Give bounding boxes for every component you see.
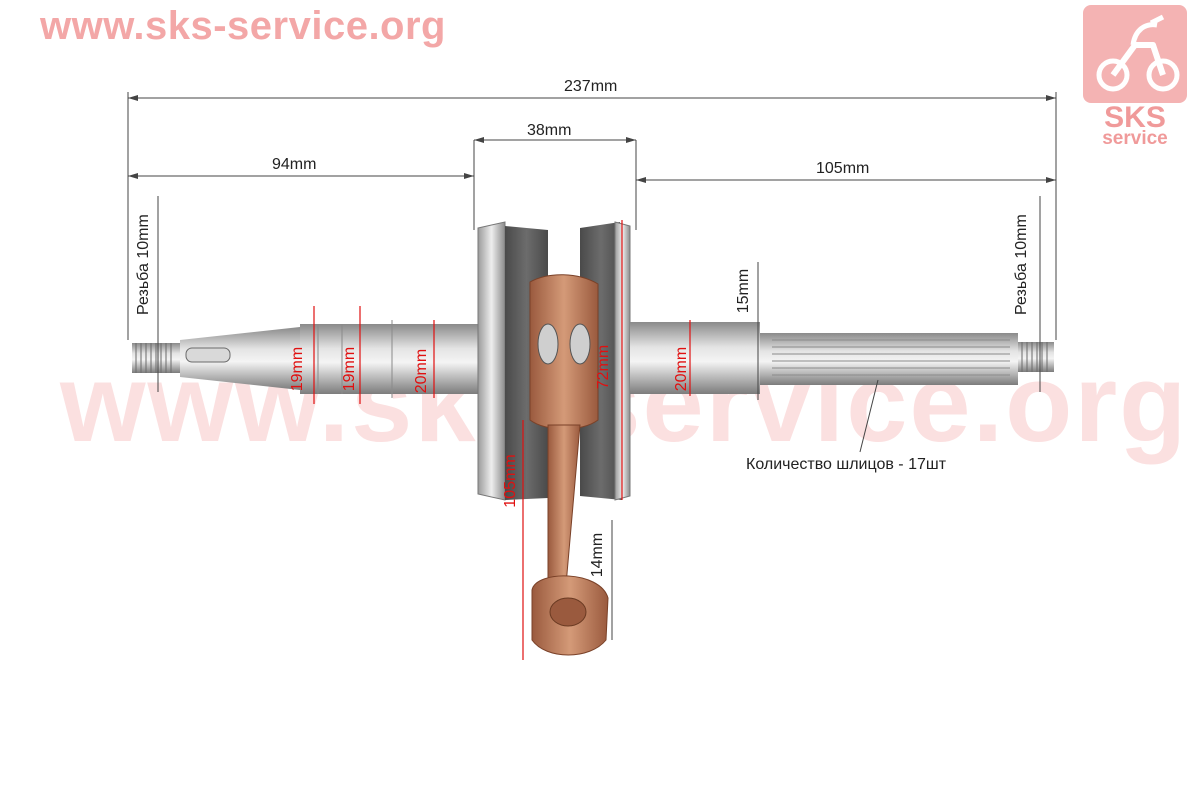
left-thread (132, 343, 180, 373)
left-diameter-20-label: 20mm (413, 348, 430, 394)
left-length-label: 94mm (272, 156, 317, 173)
connecting-rod (529, 274, 609, 656)
center-width-label: 38mm (527, 122, 572, 139)
dimension-lines (127, 92, 1057, 640)
small-end-label: 14mm (589, 532, 606, 578)
right-thread (1018, 342, 1054, 372)
left-diameter-19a-label: 19mm (289, 346, 306, 392)
scooter-icon (1083, 5, 1187, 103)
overall-length-label: 237mm (564, 78, 618, 95)
flywheel-diameter-label: 72mm (595, 344, 612, 390)
logo-service-text: service (1102, 128, 1168, 149)
watermark-url: www.sks-service.org (40, 4, 446, 48)
right-diameter-20-label: 20mm (673, 346, 690, 392)
logo-sks-text: SKS (1104, 101, 1166, 134)
spline-count-label: Количество шлицов - 17шт (746, 456, 947, 473)
left-diameter-19b-label: 19mm (341, 346, 358, 392)
right-diameter-15-label: 15mm (735, 268, 752, 314)
rod-length-label: 105mm (502, 454, 519, 508)
right-shaft (630, 322, 760, 394)
left-taper (180, 327, 300, 390)
left-thread-label: Резьба 10mm (135, 214, 152, 315)
right-thread-label: Резьба 10mm (1013, 214, 1030, 315)
spline-section (760, 333, 1018, 385)
sks-logo: SKS service (1083, 5, 1187, 149)
left-flywheel-rim (477, 221, 506, 501)
red-dimension-lines (313, 220, 691, 660)
right-length-label: 105mm (816, 160, 870, 177)
